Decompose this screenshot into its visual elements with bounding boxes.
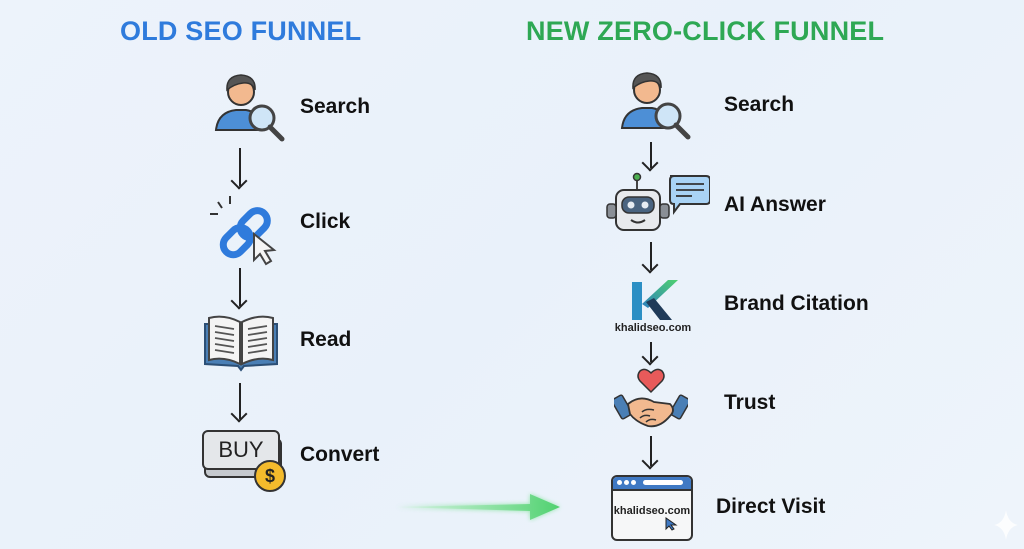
arrow-down-icon [239, 383, 241, 419]
dollar-coin-icon: $ [254, 460, 286, 492]
person-search-icon [214, 74, 285, 142]
browser-window-icon: khalidseo.com [611, 475, 693, 541]
old-funnel-title: OLD SEO FUNNEL [120, 16, 362, 46]
new-funnel-title: NEW ZERO-CLICK FUNNEL [526, 16, 885, 46]
arrow-down-icon [650, 142, 652, 168]
arrow-down-icon [650, 342, 652, 362]
old-step-read-label: Read [300, 328, 352, 351]
transition-arrow-icon [396, 494, 560, 520]
person-search-icon [620, 72, 691, 140]
sparkle-icon [994, 510, 1018, 540]
old-step-convert-label: Convert [300, 443, 380, 466]
handshake-heart-icon [614, 368, 688, 428]
new-step-ai-answer-label: AI Answer [724, 193, 826, 216]
new-step-trust-label: Trust [724, 391, 776, 414]
new-step-search-label: Search [724, 93, 795, 116]
new-step-brand-citation-label: Brand Citation [724, 292, 869, 315]
cursor-icon [665, 517, 678, 531]
browser-url-text: khalidseo.com [613, 505, 691, 517]
robot-chat-icon [606, 172, 710, 231]
new-step-direct-visit-label: Direct Visit [716, 495, 826, 518]
arrow-down-icon [650, 242, 652, 270]
link-click-icon [210, 196, 277, 266]
arrow-down-icon [239, 148, 241, 186]
arrow-down-icon [650, 436, 652, 466]
brand-logo-icon: khalidseo.com [608, 278, 698, 338]
old-step-search-label: Search [300, 95, 371, 118]
arrow-down-icon [239, 268, 241, 306]
open-book-icon [204, 315, 278, 372]
buy-button-icon: BUY $ [202, 430, 288, 494]
old-step-click-label: Click [300, 210, 351, 233]
brand-domain-text: khalidseo.com [614, 322, 692, 334]
